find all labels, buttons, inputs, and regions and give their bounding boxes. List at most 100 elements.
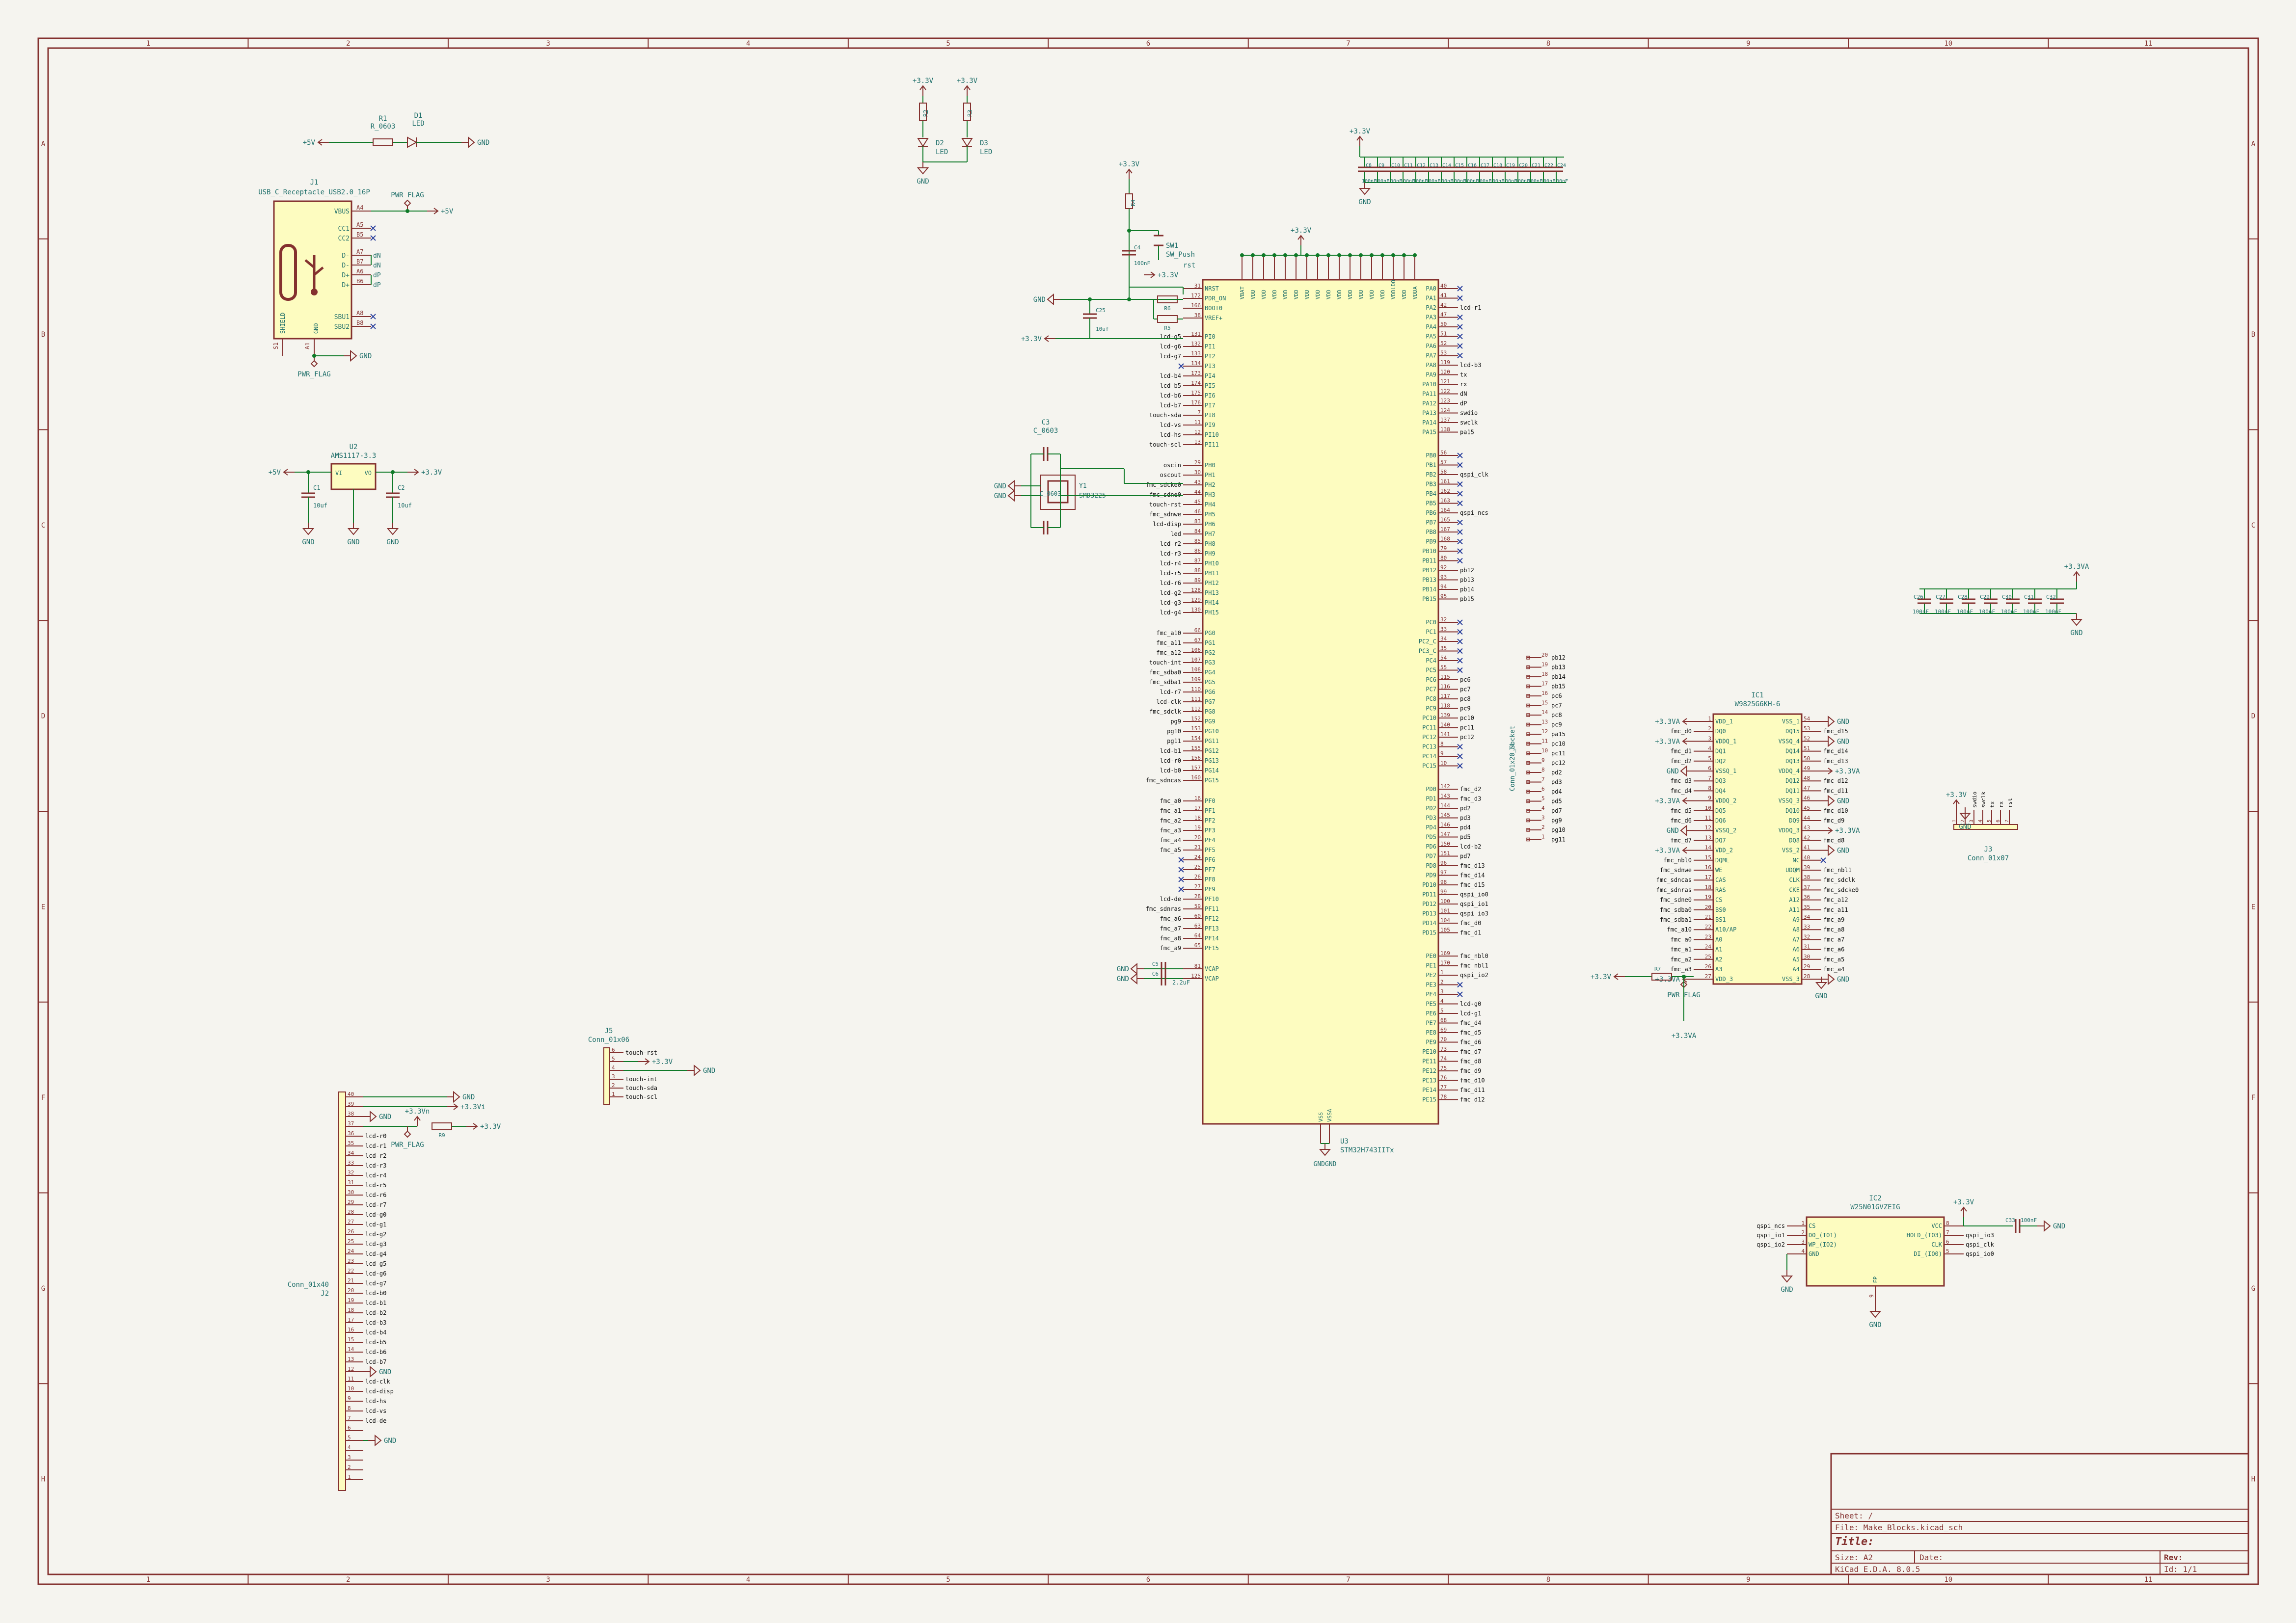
pin-name: A2 (1715, 956, 1722, 963)
cap-value: 100nF (1913, 609, 1929, 615)
pin-number: 80 (1440, 555, 1447, 561)
net-label: fmc_d7 (1671, 837, 1692, 844)
net-label: fmc_sdne0 (1149, 491, 1181, 498)
gnd-triangle (1959, 813, 1972, 820)
usb-receptacle-icon (279, 244, 297, 301)
net-label: fmc_d2 (1671, 758, 1692, 765)
pin-number: 133 (1191, 350, 1201, 357)
net-label: fmc_sdncas (1146, 777, 1181, 784)
pin-name: PC12 (1422, 734, 1436, 741)
gnd-triangle (1358, 188, 1371, 195)
pin-number: 66 (1194, 627, 1201, 634)
tb-id: Id: 1/1 (2164, 1565, 2197, 1574)
u2-value: AMS1117-3.3 (331, 452, 377, 460)
ic1-body (1712, 713, 1803, 985)
gnd-symbol: GND (386, 523, 399, 546)
pin-number: 151 (1440, 851, 1450, 857)
net-label: lcd-g2 (1160, 589, 1181, 596)
pin-name: VBUS (334, 208, 350, 215)
socket-pin (1526, 818, 1530, 823)
pin-number: 36 (348, 1130, 354, 1137)
pin-number: 3 (348, 1454, 351, 1461)
no-connect-mark (1457, 753, 1463, 759)
net-label: lcd-b3 (1460, 362, 1481, 369)
pin-number: 99 (1440, 889, 1447, 895)
led-symbol (961, 138, 973, 147)
net-label: qspi_ncs (1756, 1223, 1785, 1229)
net-label: lcd-r5 (365, 1182, 386, 1189)
pin-number: 26 (348, 1228, 354, 1235)
pin-number: 3 (1708, 735, 1711, 742)
net-label: fmc_d1 (1671, 748, 1692, 755)
pin-name: PF5 (1205, 847, 1216, 853)
gnd-triangle (1130, 962, 1137, 975)
pin-name: PA3 (1426, 314, 1436, 321)
pin-name: VDD (1261, 290, 1267, 299)
cap-ref: C5 (1152, 961, 1159, 967)
net-label: fmc_a2 (1160, 817, 1181, 824)
junction-dot (1380, 253, 1384, 257)
net-label: pd4 (1551, 788, 1562, 795)
pin-name: CLK (1789, 877, 1800, 883)
net-label: fmc_a6 (1160, 915, 1181, 922)
net-label: lcd-clk (1156, 698, 1181, 705)
cap-value: 100nF (1413, 179, 1428, 184)
no-connect-mark (1457, 558, 1463, 564)
pin-number: 11 (1705, 815, 1711, 821)
pin-number: 117 (1440, 693, 1450, 699)
pin-name: PA15 (1422, 429, 1436, 436)
column-label: 6 (1146, 1576, 1150, 1584)
net-label: lcd-g2 (365, 1231, 386, 1238)
d1-value: LED (412, 120, 424, 128)
pin-name: PF7 (1205, 866, 1216, 873)
pin-number: 34 (1440, 636, 1447, 642)
net-label: fmc_nbl1 (1460, 962, 1488, 969)
pin-name: VDD (1347, 290, 1353, 299)
pin-number: 76 (1440, 1075, 1447, 1081)
cap-value: 10uf (1096, 326, 1109, 332)
pin-number: 105 (1440, 927, 1450, 933)
net-label: qspi_clk (1460, 471, 1489, 478)
pin-number: 42 (1804, 834, 1810, 841)
pin-name: PG10 (1205, 728, 1219, 735)
pin-name: A9 (1793, 916, 1800, 923)
pin-number: 5 (1708, 755, 1711, 762)
gnd-label: GND (1837, 798, 1849, 805)
net-label: touch-scl (1149, 441, 1181, 448)
power-label: +3.3V (1591, 973, 1612, 981)
pin-number: 94 (1440, 584, 1447, 590)
pin-number: 4 (612, 1064, 615, 1071)
pin-number: 5 (1440, 1008, 1444, 1014)
socket-pin (1526, 837, 1530, 842)
pin-number: 4 (348, 1444, 351, 1451)
socket-pin (1526, 732, 1530, 736)
net-label: lcd-b2 (1460, 843, 1481, 850)
gnd-symbol: GND (1117, 972, 1144, 985)
pin-number: 20 (1541, 652, 1548, 658)
tb-tool: KiCad E.D.A. 8.0.5 (1835, 1565, 1920, 1574)
power-arrow (919, 85, 926, 90)
pin-number: 15 (1705, 854, 1711, 861)
net-label: fmc_a5 (1160, 847, 1181, 853)
net-label: fmc_sdba1 (1660, 916, 1692, 923)
no-connect-mark (1178, 877, 1184, 882)
net-label: lcd-b0 (1160, 767, 1181, 774)
pin-number: 8 (1541, 767, 1545, 773)
junction-dot (1272, 253, 1276, 257)
pin-name: A3 (1715, 966, 1722, 973)
c3-ref: C3 (1042, 419, 1050, 426)
pin-name: NC (1793, 857, 1800, 864)
column-label: 3 (546, 1576, 550, 1584)
pin-number: 6 (348, 1425, 351, 1431)
power-arrow (964, 85, 971, 90)
cap-ref: C20 (1519, 163, 1528, 168)
pin-number: 18 (1541, 671, 1548, 677)
power-arrow (1044, 335, 1049, 342)
pin-name: DQ0 (1715, 728, 1726, 735)
pin-name: PI5 (1205, 382, 1216, 389)
gnd-symbol: GND (1117, 962, 1144, 975)
pin-name: PI11 (1205, 441, 1219, 448)
column-label: 10 (1944, 40, 1952, 48)
